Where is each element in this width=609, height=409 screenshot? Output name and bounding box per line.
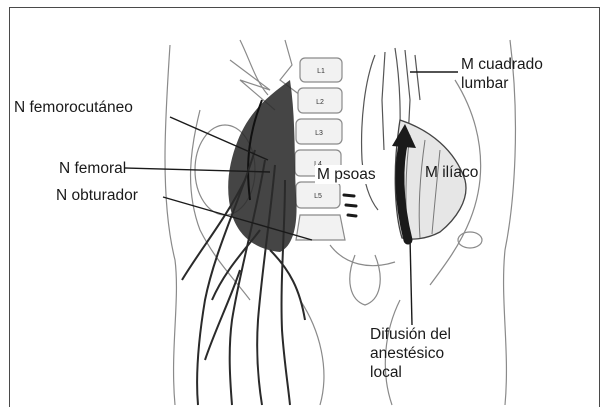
label-m-iliaco: M ilíaco	[425, 163, 478, 182]
label-n-femoral: N femoral	[59, 159, 126, 178]
label-m-psoas: M psoas	[315, 165, 378, 184]
label-m-cuadrado-lumbar: M cuadrado lumbar	[461, 55, 543, 93]
vertebra-label-l5: L5	[314, 193, 322, 200]
vertebra-label-l3: L3	[315, 130, 323, 137]
label-difusion-line1: Difusión del	[370, 325, 451, 344]
label-n-obturador: N obturador	[56, 186, 138, 205]
label-difusion-anestesico-local: Difusión del anestésico local	[370, 325, 451, 382]
leader-difusion	[410, 238, 412, 325]
label-m-cuadrado-line1: M cuadrado	[461, 55, 543, 74]
label-difusion-line3: local	[370, 363, 451, 382]
injection-marks	[344, 195, 356, 216]
label-n-femorocutaneo: N femorocutáneo	[14, 98, 133, 117]
vertebra-label-l2: L2	[316, 99, 324, 106]
lumbar-spine	[295, 58, 345, 240]
sacrum	[296, 215, 345, 240]
vertebra-label-l1: L1	[317, 68, 325, 75]
label-m-cuadrado-line2: lumbar	[461, 74, 543, 93]
label-difusion-line2: anestésico	[370, 344, 451, 363]
